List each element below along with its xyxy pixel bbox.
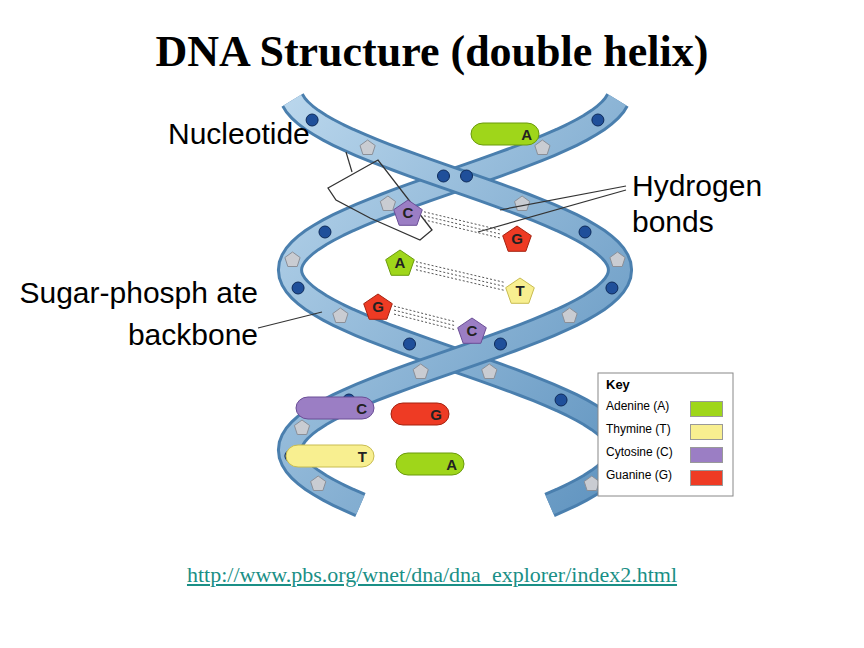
base-letter: A (521, 126, 532, 143)
hydrogen-bond (394, 306, 456, 330)
sugar-pentagon (610, 252, 625, 267)
bond-dots (416, 262, 504, 283)
bond-dots (424, 220, 501, 238)
base-shape: A (384, 247, 416, 277)
phosphate-bead (494, 338, 506, 350)
bond-dots (424, 212, 501, 230)
base-letter: C (467, 322, 478, 339)
bond-dots (394, 310, 456, 326)
phosphate-bead (437, 170, 449, 182)
bond-dots (424, 216, 501, 234)
leader-line (258, 312, 322, 328)
legend-box (598, 373, 733, 496)
base-letter: A (446, 456, 457, 473)
phosphate-bead (292, 282, 304, 294)
base-shape: C (392, 197, 424, 227)
leader-line (346, 152, 352, 172)
phosphate-bead (579, 226, 591, 238)
hydrogen-bond (424, 212, 501, 238)
base-pentagon (386, 250, 415, 275)
leader-line (500, 186, 626, 210)
hydrogen-bond (416, 262, 504, 291)
base-cylinder (296, 397, 374, 419)
base-letter: A (395, 254, 406, 271)
nucleotide-bracket (328, 160, 432, 240)
legend-swatch (690, 401, 723, 417)
backbone-ribbon (290, 100, 620, 505)
callout-label: Hydrogen bonds (632, 168, 822, 240)
base-letter: G (372, 298, 384, 315)
sugar-phosphate-strands (290, 100, 620, 505)
base-bar: T (285, 444, 375, 468)
base-letter: G (511, 230, 523, 247)
base-bar: C (295, 396, 375, 420)
backbone-ribbon (290, 100, 620, 505)
bond-dots (416, 266, 504, 287)
callout-label: Nucleotide (168, 117, 310, 151)
phosphate-bead (404, 338, 416, 350)
sugar-pentagon (311, 476, 326, 491)
sugar-pentagon (360, 140, 375, 155)
sugar-pentagon (380, 196, 395, 211)
sugar-pentagon (413, 364, 428, 379)
base-pentagon (394, 200, 423, 225)
bond-dots (416, 270, 504, 291)
legend-heading: Key (606, 377, 630, 392)
sugar-pentagon (482, 364, 497, 379)
base-cylinder (286, 445, 374, 467)
base-letter: G (430, 406, 442, 423)
bond-dots (394, 314, 456, 330)
legend-text: Guanine (G) (606, 468, 672, 482)
sugar-pentagon (333, 308, 348, 323)
base-shape: G (501, 223, 533, 253)
base-bar: A (395, 452, 465, 476)
legend-swatch (690, 470, 723, 486)
base-letter: T (515, 282, 524, 299)
bond-dots (394, 306, 456, 322)
base-pentagon (506, 278, 535, 303)
base-letter: C (356, 400, 367, 417)
callout-label: Sugar-phosph ate backbone (8, 272, 258, 356)
base-cylinder (391, 403, 449, 425)
base-pentagon (503, 226, 532, 251)
sugar-pentagon (562, 308, 577, 323)
sugar-pentagon (294, 420, 309, 435)
phosphate-bead (461, 170, 473, 182)
sugar-pentagon (285, 252, 300, 267)
base-shape: C (456, 315, 488, 345)
leader-line (478, 190, 626, 232)
phosphate-bead (592, 114, 604, 126)
base-letter: C (403, 204, 414, 221)
base-bar: G (390, 402, 450, 426)
base-shape: G (362, 291, 394, 321)
base-bar: A (470, 122, 540, 146)
base-letter: T (358, 448, 367, 465)
legend-text: Cytosine (C) (606, 445, 673, 459)
sugar-pentagon (535, 140, 550, 155)
legend-swatch (690, 447, 723, 463)
base-pentagon (364, 294, 393, 319)
backbone-ribbon-edge (290, 100, 620, 505)
phosphate-bead (319, 226, 331, 238)
legend-text: Thymine (T) (606, 422, 671, 436)
base-shape: T (504, 275, 536, 305)
title: DNA Structure (double helix) (0, 26, 864, 77)
base-pentagon (458, 318, 487, 343)
legend-swatch (690, 424, 723, 440)
sugar-pentagon (515, 196, 530, 211)
phosphate-bead (606, 282, 618, 294)
base-cylinder (471, 123, 539, 145)
source-link: http://www.pbs.org/wnet/dna/dna_explorer… (0, 562, 864, 588)
legend-text: Adenine (A) (606, 399, 669, 413)
base-cylinder (396, 453, 464, 475)
sugar-pentagon (584, 476, 599, 491)
sugar-phosphate-beads (285, 114, 625, 491)
backbone-ribbon-edge (290, 100, 620, 505)
phosphate-bead (555, 394, 567, 406)
